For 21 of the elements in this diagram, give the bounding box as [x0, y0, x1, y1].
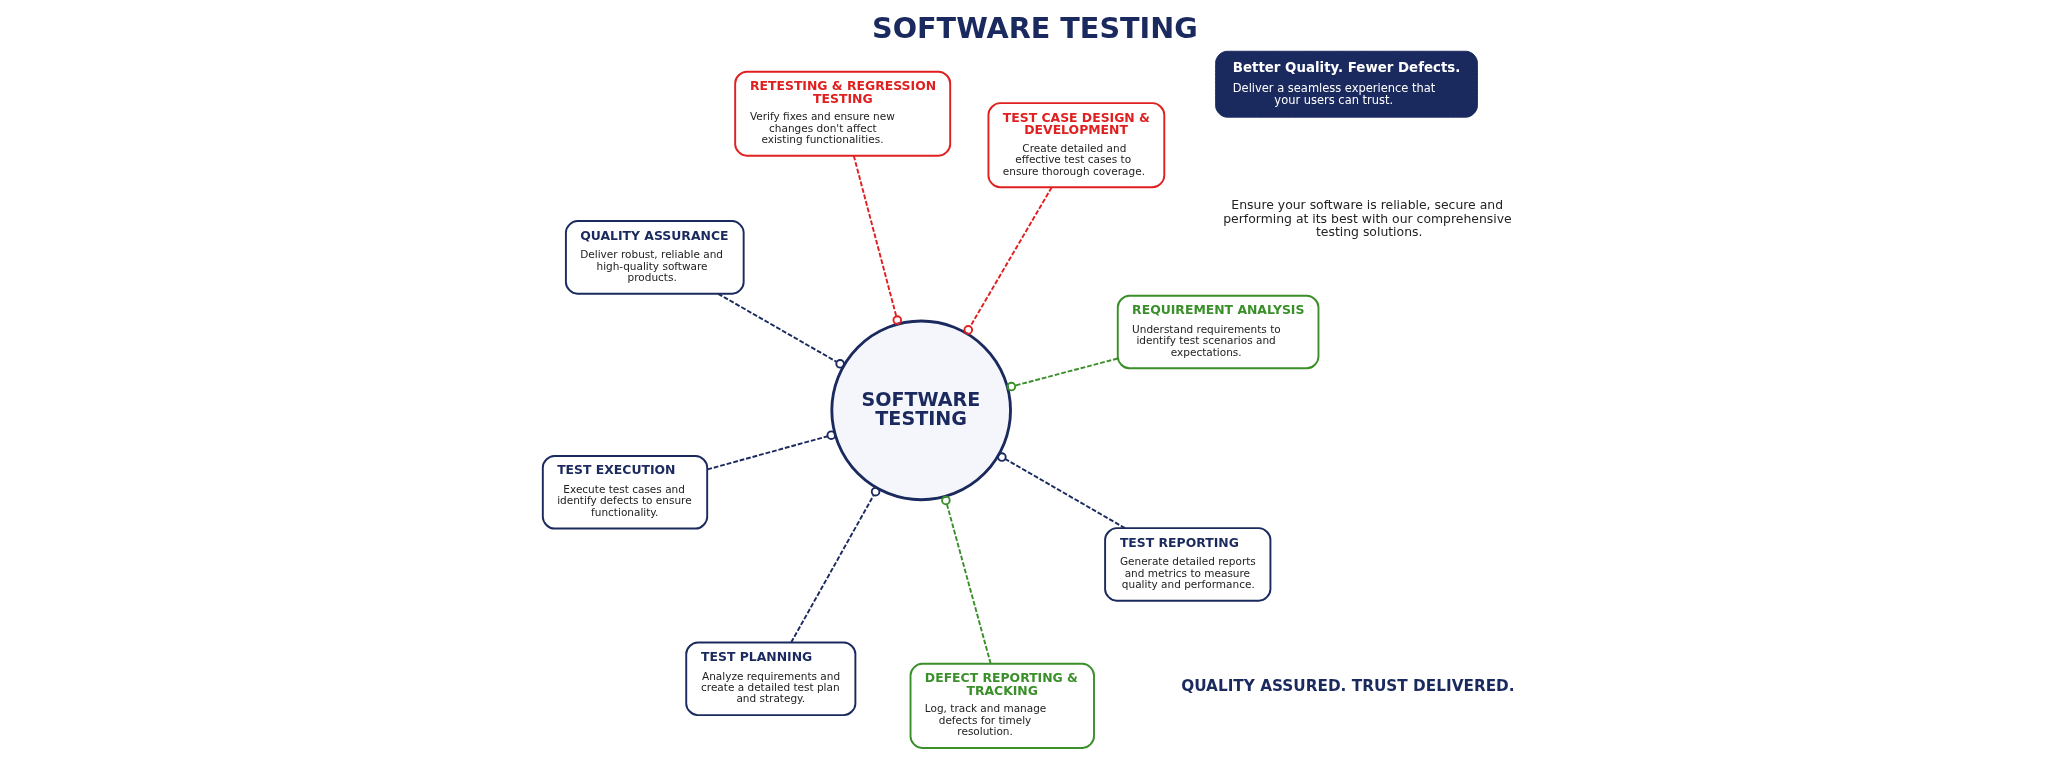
node-box: REQUIREMENT ANALYSIS Understand requirements to identify test scenarios and expectations. [1116, 294, 1320, 370]
node-box: TEST PLANNING Analyze requirements and create a detailed test plan and strategy. [685, 641, 857, 717]
node-box: TEST CASE DESIGN & DEVELOPMENT Create detailed and effective test cases to ensure thorough coverage. [987, 102, 1166, 189]
connector [852, 154, 903, 325]
connector [941, 495, 992, 665]
label: QUALITY ASSURED. TRUST DELIVERED. [1181, 677, 1515, 696]
connector [706, 430, 837, 471]
connector [963, 186, 1053, 335]
node-box: TEST REPORTING Generate detailed reports and metrics to measure quality and performance. [1104, 527, 1272, 602]
connector [1006, 357, 1119, 392]
node-box: Better Quality. Fewer Defects. Deliver a seamless experience that your users can trust. [1215, 50, 1478, 118]
connector [717, 292, 845, 369]
node-box: TEST EXECUTION Execute test cases and identify defects to ensure functionality. [541, 455, 709, 530]
node-circle: SOFTWARE TESTING [830, 319, 1012, 502]
diagram-title: SOFTWARE TESTING [872, 10, 1198, 45]
node-box: QUALITY ASSURANCE Deliver robust, reliable and high-quality software products. [564, 220, 745, 295]
label: Ensure your software is reliable, secure and performing at its best with our comprehensive testing solutions. [1223, 197, 1512, 240]
connector [790, 486, 881, 644]
connector [997, 452, 1126, 530]
node-box: DEFECT REPORTING & TRACKING Log, track and manage defects for timely resolution. [909, 662, 1095, 749]
node-box: RETESTING & REGRESSION TESTING Verify fixes and ensure new changes don't affect existing functionalities. [734, 70, 952, 157]
